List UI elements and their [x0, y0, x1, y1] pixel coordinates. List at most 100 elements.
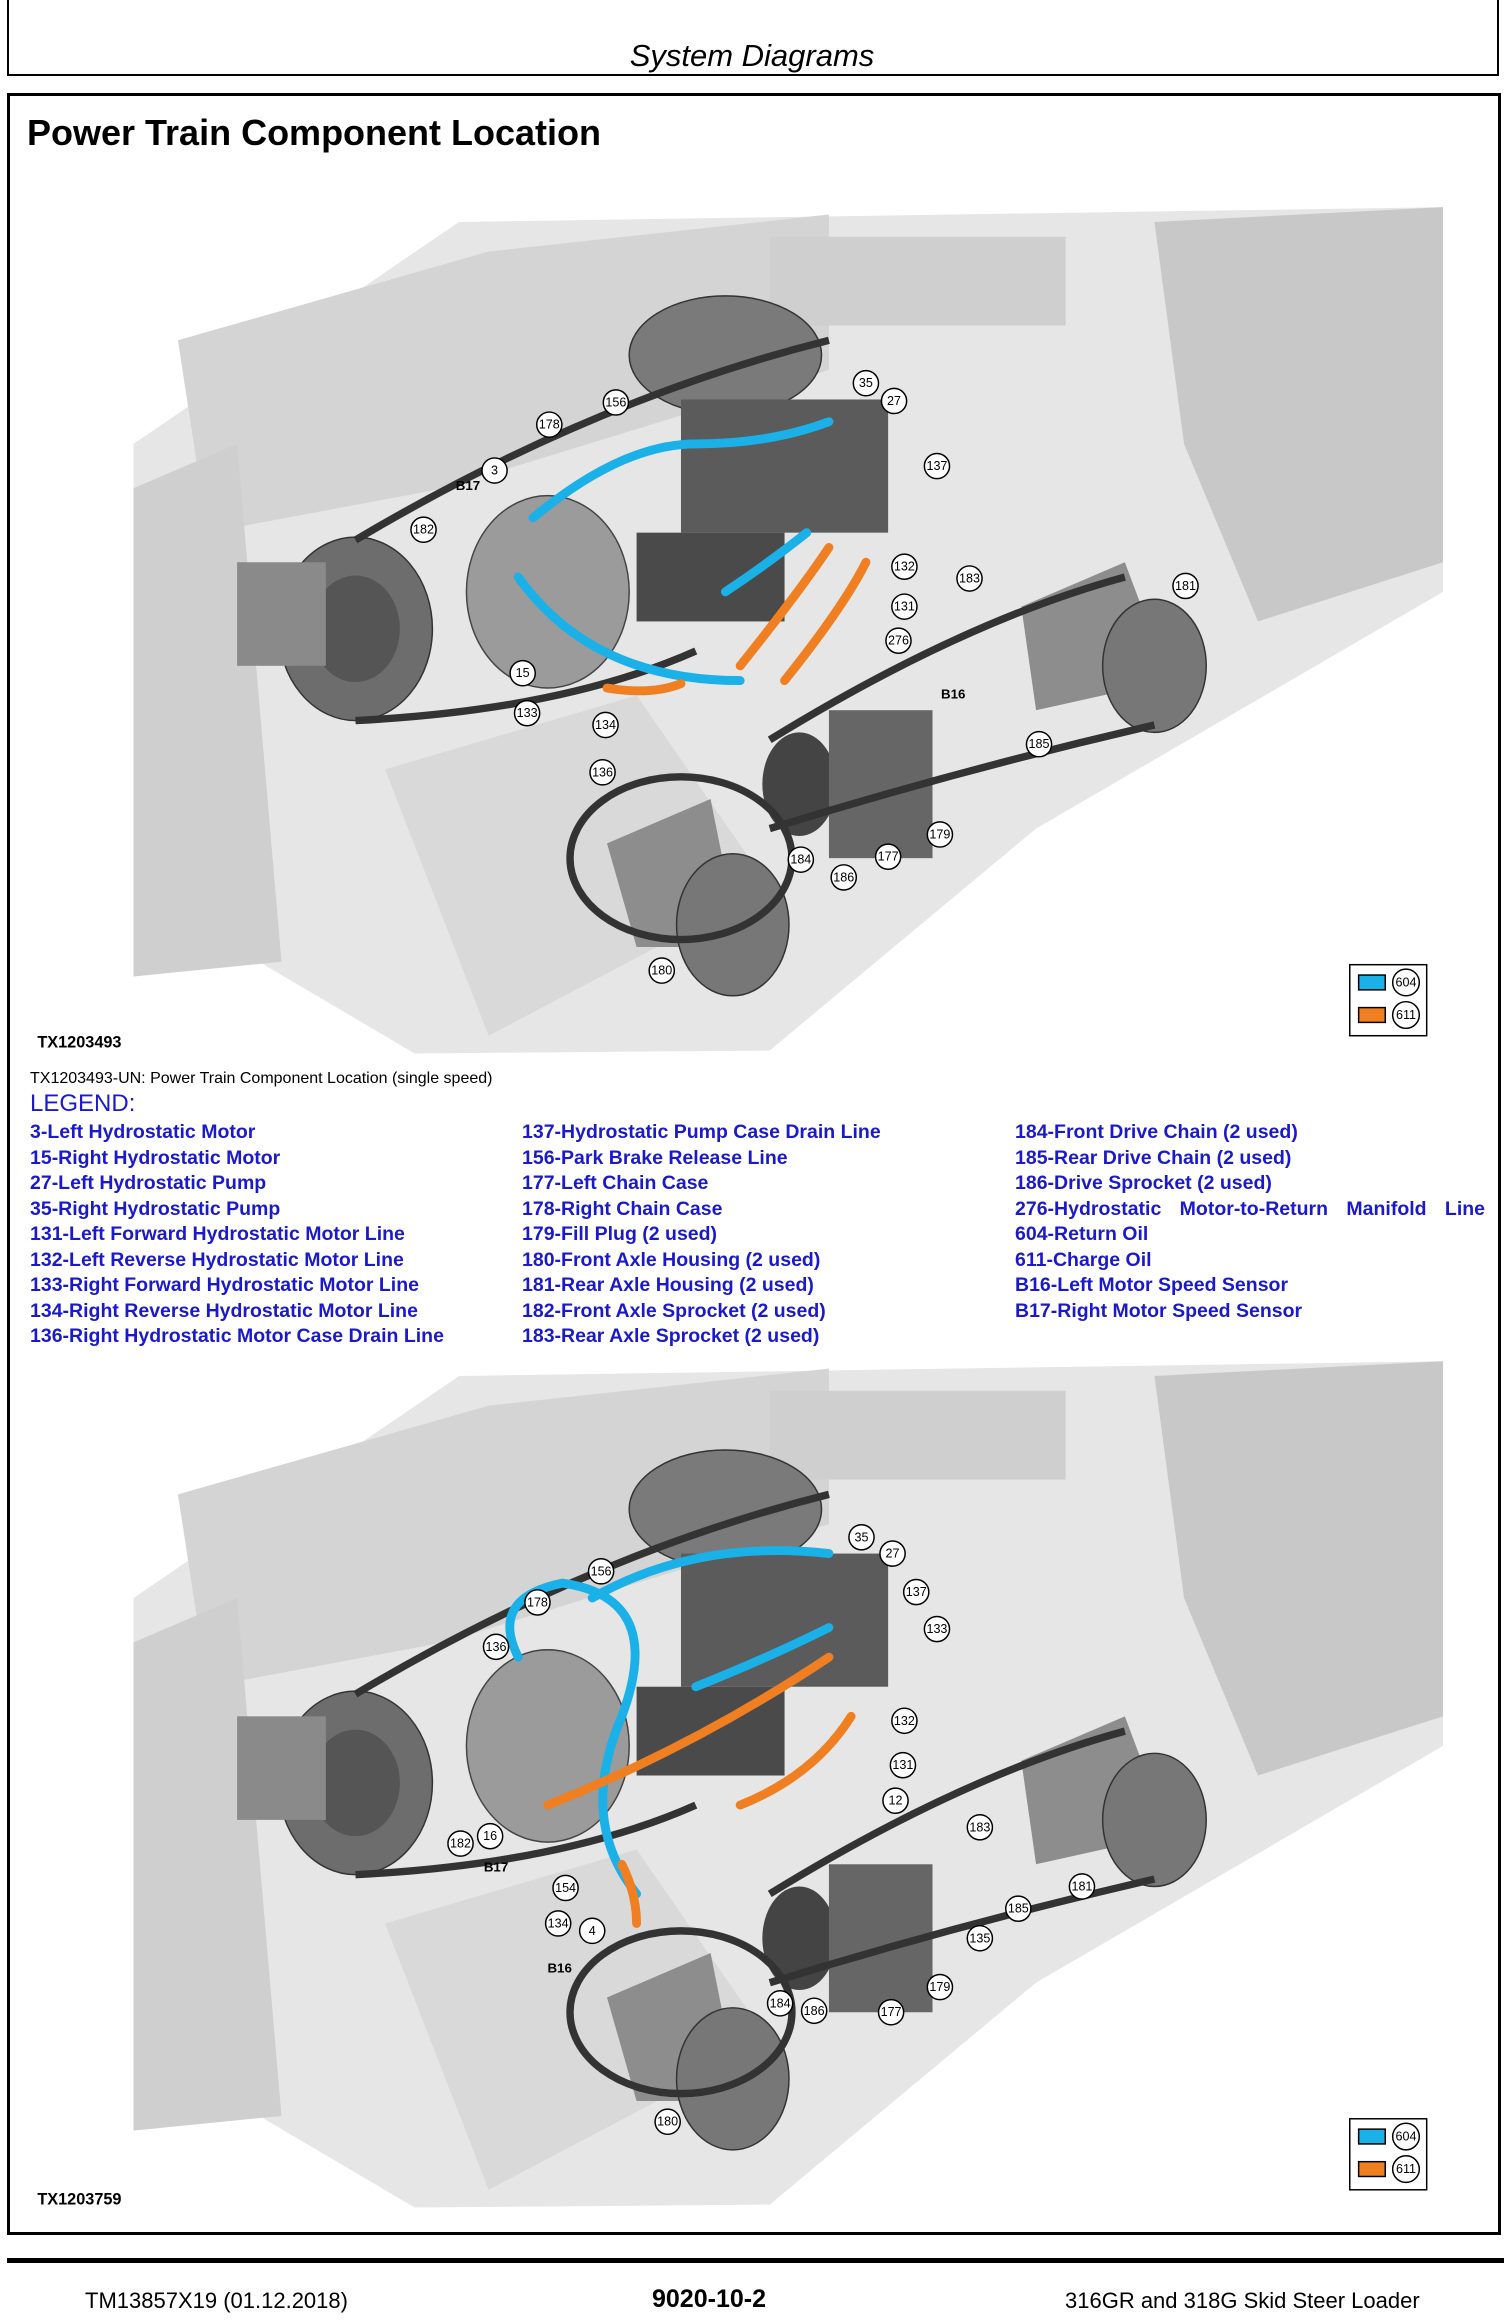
callout-circle [481, 457, 508, 484]
callout-circle [447, 1830, 474, 1857]
legend-column-3: 184-Front Drive Chain (2 used)185-Rear D… [1015, 1120, 1485, 1324]
callout-circle [926, 1973, 954, 2001]
callout-circle [891, 593, 918, 620]
legend-item: 178-Right Chain Case [522, 1197, 723, 1220]
callout-circle [787, 846, 815, 873]
svg-text:611: 611 [1396, 2162, 1416, 2176]
callout: 132 [891, 553, 918, 580]
content-frame [7, 93, 1501, 2235]
callout-circle [880, 387, 908, 415]
callout-circle [891, 553, 918, 580]
legend-item: 132-Left Reverse Hydrostatic Motor Line [30, 1248, 404, 1271]
sensor-label: B17 [484, 1860, 508, 1875]
legend-item: 134-Right Reverse Hydrostatic Motor Line [30, 1299, 418, 1322]
callout-circle [882, 1787, 909, 1814]
callout-number: 181 [1071, 1879, 1092, 1893]
callout-number: 27 [886, 1547, 900, 1561]
callout-number: 15 [516, 666, 530, 680]
callout: 132 [891, 1707, 918, 1735]
callout: 180 [654, 2108, 681, 2136]
callout-number: 3 [491, 464, 498, 478]
legend-heading: LEGEND: [30, 1090, 136, 1117]
return-oil-line [720, 528, 812, 597]
legend-item: 156-Park Brake Release Line [522, 1146, 788, 1169]
callout-number: 184 [790, 853, 811, 867]
callout-number: 156 [591, 1564, 612, 1578]
callout-number: 182 [450, 1837, 471, 1851]
callout: 179 [926, 1973, 954, 2001]
callout: 180 [648, 957, 676, 984]
callout: 137 [902, 1578, 930, 1606]
callout-circle [879, 1540, 906, 1567]
callout-number: 131 [892, 1758, 913, 1772]
return-oil-line [505, 1578, 642, 1899]
callout-number: 181 [1175, 579, 1196, 593]
callout: 3 [481, 457, 508, 484]
callout-circle [1005, 1895, 1032, 1922]
callout-circle [966, 1924, 994, 1952]
section-header: System Diagrams [629, 38, 875, 73]
callout-circle [874, 843, 902, 870]
figure-2-illustration [133, 1361, 1443, 2208]
header-frame [7, 0, 1499, 76]
callout-circle [482, 1633, 510, 1661]
callout: 185 [1025, 730, 1053, 758]
sensor-label: B17 [456, 478, 480, 493]
callout-circle [830, 864, 858, 891]
charge-oil-line [735, 1711, 856, 1810]
callout: 136 [482, 1633, 510, 1661]
legend-item: 181-Rear Axle Housing (2 used) [522, 1274, 814, 1296]
charge-oil-line [617, 1859, 642, 1928]
callout-circle [589, 759, 616, 786]
callout: 16 [476, 1822, 504, 1850]
callout: 136 [589, 759, 616, 786]
callout-number: 178 [527, 1595, 548, 1609]
callout-circle [885, 627, 912, 654]
callout: 35 [852, 369, 880, 397]
callout-circle [852, 369, 880, 397]
legend-item: 137-Hydrostatic Pump Case Drain Line [522, 1121, 881, 1143]
callout-number: 134 [548, 1916, 569, 1930]
callout-number: 132 [894, 1714, 915, 1728]
callout: 27 [879, 1540, 906, 1567]
callout: 4 [578, 1917, 606, 1945]
figure-1-illustration [133, 207, 1443, 1054]
callout: 35 [848, 1523, 875, 1551]
callout-circle [410, 516, 437, 544]
callout-number: 35 [859, 376, 873, 390]
callout: 183 [966, 1813, 994, 1841]
callout: 276 [885, 627, 912, 654]
charge-oil-line [543, 1652, 834, 1810]
charge-oil-line [780, 557, 871, 686]
callout-number: 137 [906, 1585, 927, 1599]
callout-number: 186 [804, 2004, 825, 2018]
callout: 156 [602, 389, 630, 416]
callout: 181 [1172, 572, 1199, 600]
figure-2-callouts: 1563527178137133136132131121831821618115… [447, 1523, 1096, 2136]
return-oil-line [691, 1623, 834, 1692]
footer-doc-id: TM13857X19 (01.12.2018) [85, 2288, 348, 2313]
return-oil-line [528, 417, 834, 523]
legend-item: 180-Front Axle Housing (2 used) [522, 1248, 821, 1271]
callout: 27 [880, 387, 908, 415]
callout-number: 183 [969, 1820, 990, 1834]
callout-number: 178 [539, 418, 560, 432]
sensor-label: B16 [941, 686, 965, 701]
return-oil-line [513, 572, 745, 686]
callout: 134 [544, 1910, 572, 1937]
callout: 15 [509, 659, 536, 687]
callout-number: 133 [517, 706, 538, 720]
callout-number: 131 [894, 600, 915, 614]
callout-circle [1025, 730, 1053, 758]
callout: 178 [524, 1589, 551, 1616]
legend-item: 131-Left Forward Hydrostatic Motor Line [30, 1223, 405, 1245]
callout-number: 180 [657, 2115, 678, 2129]
callout: 137 [923, 452, 951, 480]
callout: 177 [874, 843, 902, 870]
callout: 185 [1005, 1895, 1032, 1922]
callout-number: 177 [881, 2005, 902, 2019]
callout-circle [654, 2108, 681, 2136]
footer-rule [7, 2258, 1504, 2263]
callout: 177 [877, 1998, 905, 2026]
